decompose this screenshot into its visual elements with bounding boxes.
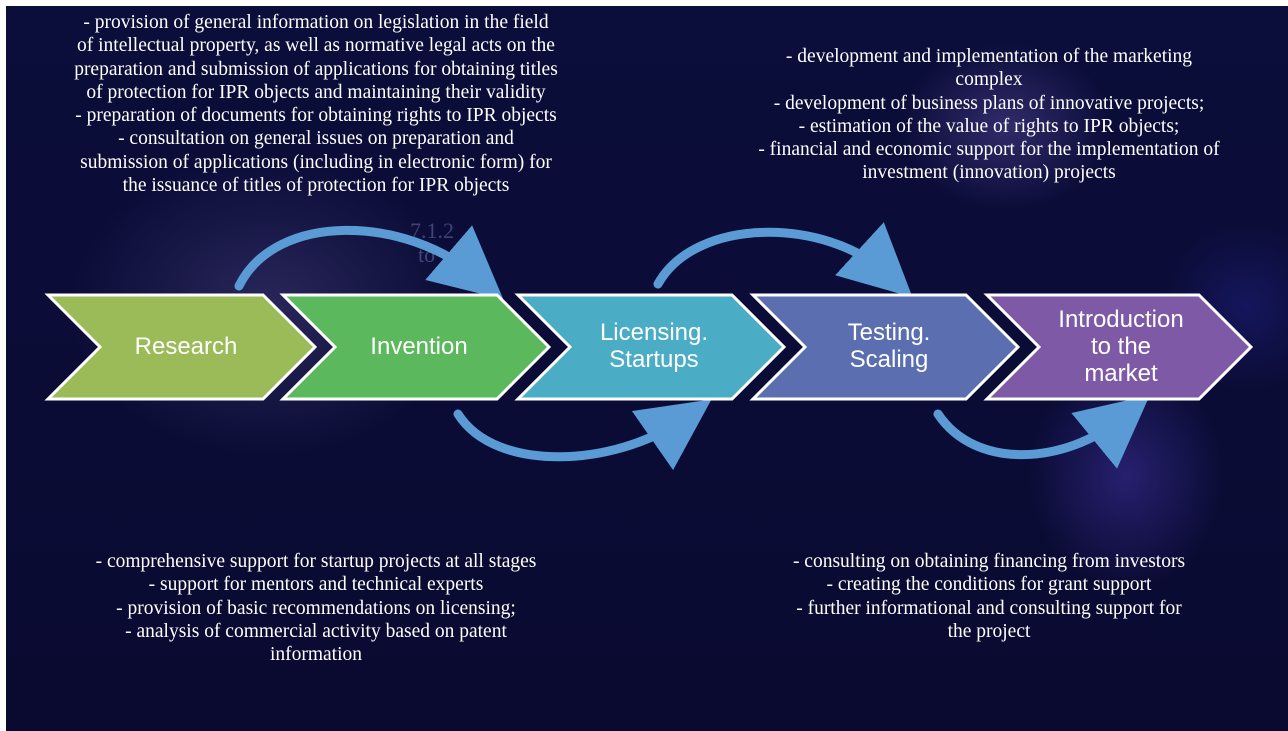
note-line: submission of applications (including in…: [80, 151, 552, 173]
note-line: - preparation of documents for obtaining…: [75, 105, 557, 127]
note-line: complex: [955, 69, 1023, 91]
chevron-introduction: [983, 293, 1254, 401]
process-flow-graphic: [44, 222, 1254, 471]
note-line: the issuance of titles of protection for…: [122, 175, 510, 197]
stage-label-line: Startups: [609, 346, 699, 373]
stage-label-line: Licensing.: [599, 319, 709, 346]
stage-label-line: market: [1084, 359, 1158, 387]
note-line: - development of business plans of innov…: [773, 92, 1205, 114]
note-line: - development and implementation of the …: [785, 46, 1193, 67]
note-line: of intellectual property, as well as nor…: [77, 35, 555, 57]
stage-label-line: Research: [134, 332, 238, 360]
note-line: - creating the conditions for grant supp…: [826, 574, 1152, 596]
stage-label-line: Invention: [370, 332, 468, 360]
stage-label-line: Testing.: [847, 319, 931, 346]
note-line: the project: [947, 620, 1031, 642]
note-line: investment (innovation) projects: [862, 162, 1116, 184]
note-line: - further informational and consulting s…: [796, 597, 1182, 619]
curved-arrow-invention-to-licensing: [453, 399, 712, 471]
note-line: - support for mentors and technical expe…: [148, 574, 484, 596]
chevron-invention: [279, 293, 552, 401]
chevron-licensing: [514, 293, 787, 401]
note-line: - analysis of commercial activity based …: [125, 620, 507, 642]
notes-testing-introduction: - consulting on obtaining financing from…: [696, 550, 1282, 643]
chevron-research: [44, 293, 318, 401]
curved-arrow-licensing-to-testing: [653, 222, 913, 298]
note-line: - provision of general information on le…: [83, 12, 549, 33]
notes-research-invention: - provision of general information on le…: [16, 11, 616, 197]
curved-arrow-testing-to-introduction: [933, 395, 1150, 469]
note-line: - consulting on obtaining financing from…: [792, 551, 1186, 572]
note-line: - financial and economic support for the…: [758, 139, 1220, 161]
stage-label-licensing: Licensing. Startups: [564, 293, 744, 399]
note-line: - comprehensive support for startup proj…: [95, 551, 537, 572]
notes-licensing-testing: - development and implementation of the …: [696, 45, 1282, 185]
stage-label-line: Introduction: [1058, 305, 1184, 333]
note-line: - consultation on general issues on prep…: [118, 128, 514, 150]
note-line: preparation and submission of applicatio…: [74, 58, 558, 80]
note-line: information: [269, 644, 363, 666]
stage-label-line: Scaling: [849, 346, 929, 373]
process-diagram-slide: 7.1.2 to - provision of general informat…: [6, 6, 1288, 731]
stage-label-research: Research: [96, 293, 276, 399]
notes-invention-licensing: - comprehensive support for startup proj…: [16, 550, 616, 666]
curved-arrow-research-to-invention: [234, 225, 504, 300]
note-line: of protection for IPR objects and mainta…: [86, 81, 546, 103]
note-line: - provision of basic recommendations on …: [116, 597, 516, 619]
stage-label-testing: Testing. Scaling: [799, 293, 979, 399]
stage-label-introduction: Introduction to the market: [1031, 293, 1211, 399]
stage-label-line: to the: [1090, 332, 1152, 360]
note-line: - estimation of the value of rights to I…: [798, 115, 1180, 137]
stage-label-invention: Invention: [329, 293, 509, 399]
chevron-testing: [749, 293, 1021, 401]
